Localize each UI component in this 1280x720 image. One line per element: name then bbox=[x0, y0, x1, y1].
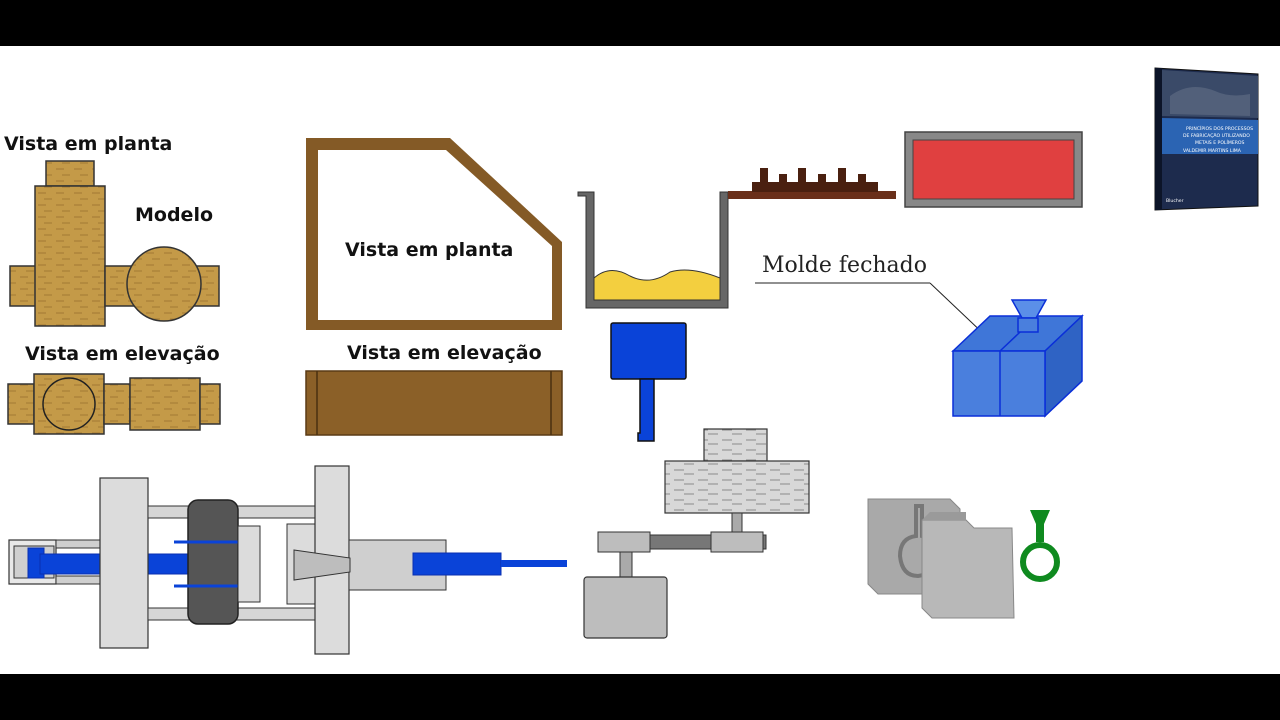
book-publisher: Blucher bbox=[1166, 198, 1184, 204]
pattern-plan-view: Vista em planta Modelo bbox=[4, 133, 220, 327]
book-title-line1: PRINCÍPIOS DOS PROCESSOS bbox=[1186, 125, 1253, 132]
roller-machine bbox=[583, 428, 810, 639]
crucible bbox=[577, 168, 896, 309]
mold-box-elevation-view: Vista em elevação bbox=[305, 342, 563, 436]
label-elevation-view-left: Vista em elevação bbox=[25, 343, 220, 365]
diagram-canvas: Vista em planta Modelo Vista em elevação… bbox=[0, 46, 1280, 674]
label-plan-view-left: Vista em planta bbox=[4, 133, 172, 155]
pattern-elevation-view: Vista em elevação bbox=[7, 343, 221, 435]
blue-ladle bbox=[610, 322, 687, 442]
label-plan-view-center: Vista em planta bbox=[345, 239, 513, 261]
closed-mold: Molde fechado bbox=[755, 253, 1084, 418]
book-author: VALDEMIR MARTINS LIMA bbox=[1183, 148, 1242, 154]
green-ring-part bbox=[1020, 510, 1060, 582]
book-title-line2: DE FABRICAÇÃO UTILIZANDO bbox=[1183, 132, 1250, 139]
label-closed-mold: Molde fechado bbox=[762, 253, 927, 278]
mold-box-plan-view: Vista em planta bbox=[306, 138, 562, 330]
process-diagram: Vista em planta Modelo Vista em elevação… bbox=[4, 67, 1259, 655]
label-model: Modelo bbox=[135, 204, 213, 226]
book-cover: PRINCÍPIOS DOS PROCESSOS DE FABRICAÇÃO U… bbox=[1154, 67, 1259, 211]
book-title-line3: METAIS E POLÍMEROS bbox=[1195, 139, 1245, 146]
red-mold-box bbox=[904, 131, 1083, 208]
split-mold bbox=[867, 498, 1015, 619]
label-elevation-view-center: Vista em elevação bbox=[347, 342, 542, 364]
injection-machine bbox=[8, 465, 567, 655]
